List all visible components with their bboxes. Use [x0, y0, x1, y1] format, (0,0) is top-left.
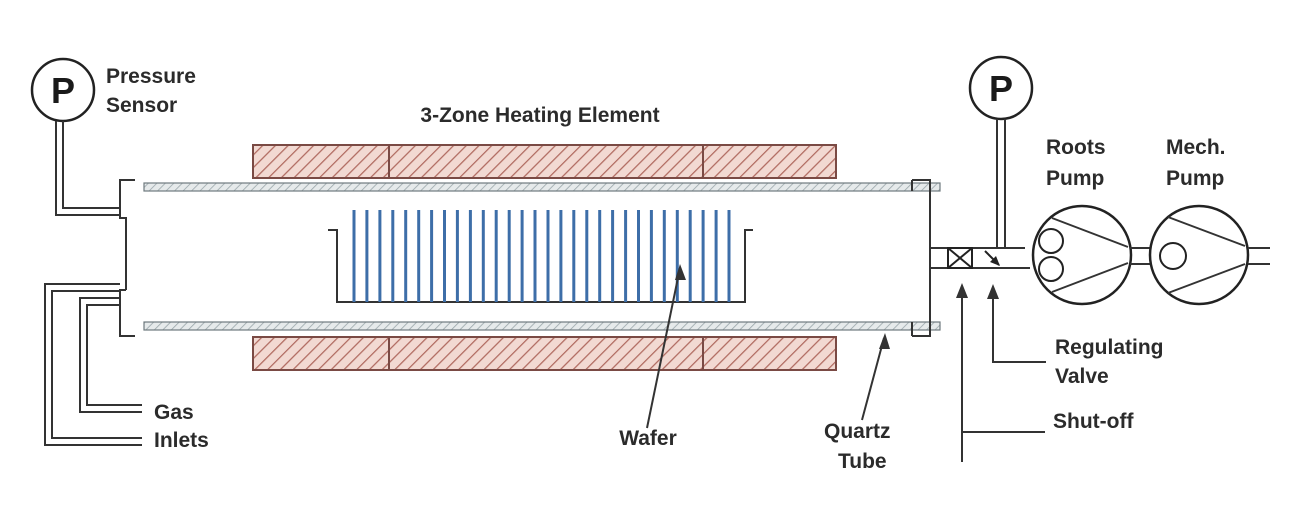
right-flange-outline [912, 179, 931, 337]
pressure-sensor-line-inner [62, 121, 120, 209]
right-flange [911, 179, 931, 337]
gas-inlets-label-line2: Inlets [154, 429, 209, 452]
quartz-tube-top-wall [143, 182, 941, 192]
wafer-pointer-line [646, 267, 681, 429]
heating-element-bottom [252, 336, 837, 371]
mech-pump-housing [1148, 204, 1250, 306]
quartz-tube-pointer-arrow [879, 333, 890, 349]
heater-top-zone-3 [702, 144, 837, 179]
right-pressure-symbol: P [989, 68, 1013, 109]
right-pressure-gauge-circle [968, 55, 1034, 121]
gas-inlet-line-1-outer [79, 297, 142, 413]
regulating-valve [984, 250, 1000, 266]
regulating-valve-pointer-arrow [987, 284, 999, 299]
right-pressure-gauge: P [968, 55, 1034, 121]
wafer-boat [328, 229, 753, 303]
roots-pump [1031, 204, 1133, 306]
left-flange-lower [119, 289, 135, 337]
mech-pump-line-top [1167, 216, 1246, 247]
roots-pump-label-line1: Roots [1046, 136, 1106, 159]
wafer-stack [352, 210, 731, 302]
heating-element-label: 3-Zone Heating Element [420, 104, 659, 127]
heater-bottom-zone-1 [252, 336, 390, 371]
wafer-label: Wafer [619, 427, 677, 450]
quartz-tube-pointer-line [861, 337, 885, 421]
gas-inlets-label-line1: Gas [154, 401, 194, 424]
shutoff-label: Shut-off [1053, 410, 1134, 433]
gas-inlet-line-2-outer [44, 283, 142, 446]
left-flange [119, 179, 135, 337]
heater-top-zone-2 [388, 144, 704, 179]
pressure-sensor-label-line2: Sensor [106, 94, 177, 117]
roots-pump-label-line2: Pump [1046, 167, 1104, 190]
mech-pump [1148, 204, 1250, 306]
left-pressure-symbol: P [51, 70, 75, 111]
mech-pump-line-bottom [1167, 263, 1246, 294]
gas-inlet-line-2-inner [51, 290, 142, 439]
heater-bottom-zone-2 [388, 336, 704, 371]
regulating-valve-arrowhead [990, 256, 1000, 266]
heater-top-zone-1 [252, 144, 390, 179]
quartz-tube [143, 182, 941, 331]
regulating-valve-pointer-line [992, 291, 1046, 363]
quartz-tube-bottom-wall [143, 321, 941, 331]
heating-element-top [252, 144, 837, 179]
roots-pump-housing [1031, 204, 1133, 306]
heater-bottom-zone-3 [702, 336, 837, 371]
left-pressure-gauge: P [30, 57, 96, 123]
regulating-valve-label-line2: Valve [1055, 365, 1109, 388]
shutoff-valve-cross-2 [947, 247, 973, 269]
wafer-pointer-arrow [675, 264, 686, 280]
gas-inlet-line-1-inner [86, 304, 142, 406]
roots-pump-lobe-1 [1038, 228, 1064, 254]
pressure-sensor-line-outer [55, 121, 120, 216]
regulating-valve-label-line1: Regulating [1055, 336, 1164, 359]
quartz-tube-label-line2: Tube [838, 450, 887, 473]
mech-pump-label-line2: Pump [1166, 167, 1224, 190]
left-flange-upper [119, 179, 135, 290]
roots-pump-line-bottom [1051, 262, 1129, 293]
shutoff-valve [947, 247, 973, 269]
mech-pump-label-line1: Mech. [1166, 136, 1226, 159]
mech-pump-rotor [1159, 242, 1187, 270]
roots-pump-line-top [1051, 217, 1129, 248]
exhaust-pipe [930, 247, 1030, 269]
roots-pump-lobe-2 [1038, 256, 1064, 282]
pressure-sensor-label-line1: Pressure [106, 65, 196, 88]
quartz-tube-label-line1: Quartz [824, 420, 891, 443]
shutoff-pointer-arrow [956, 283, 968, 298]
